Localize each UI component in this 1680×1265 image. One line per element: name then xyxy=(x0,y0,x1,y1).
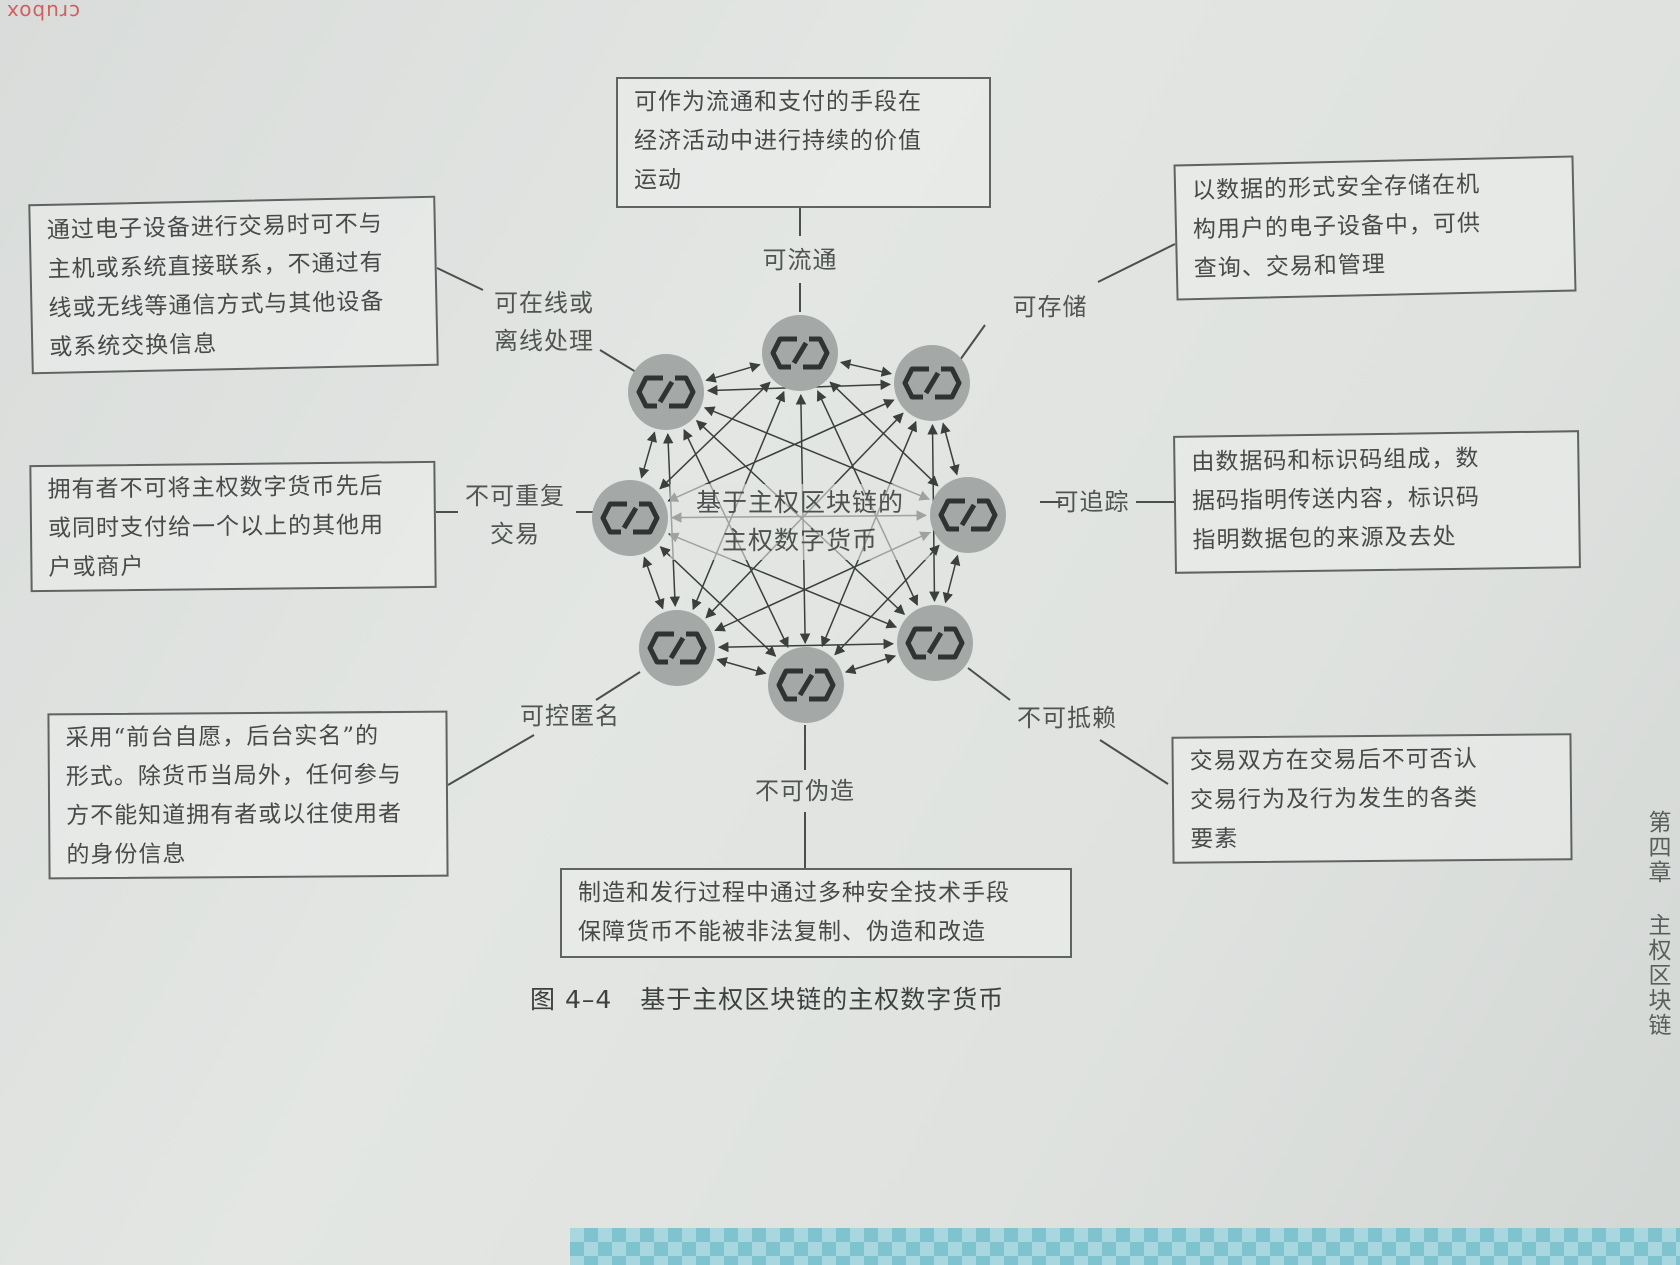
running-header: 第四章主权区块链 xyxy=(1640,810,1670,1038)
running-header-chapter: 第四章 xyxy=(1644,810,1670,885)
figure-title: 基于主权区块链的主权数字货币 xyxy=(640,985,1005,1014)
running-header-title: 主权区块链 xyxy=(1644,913,1670,1038)
mesh-link xyxy=(717,638,895,653)
feature-non-repudiation: 不可抵赖 xyxy=(1017,704,1117,732)
blockchain-nodes xyxy=(592,315,1006,723)
feature-no-double-spend: 不可重复 交易 xyxy=(465,482,565,548)
feature-store: 可存储 xyxy=(1012,293,1088,321)
feature-online-offline: 可在线或 离线处理 xyxy=(494,289,594,355)
figure-caption: 图 4–4 基于主权区块链的主权数字货币 xyxy=(530,980,1130,1016)
connector-nonrep-node xyxy=(967,667,1011,701)
desc-box-store: 以数据的形式安全存储在机 构用户的电子设备中，可供 查询、交易和管理 xyxy=(1173,155,1577,301)
mesh-link xyxy=(642,556,665,610)
mesh-link xyxy=(844,653,897,675)
connector-online xyxy=(436,267,484,291)
book-edge-strip xyxy=(570,1228,1680,1265)
node-right xyxy=(930,477,1006,553)
mesh-link xyxy=(940,422,960,476)
connector-anon-node xyxy=(595,671,641,701)
node-top xyxy=(762,315,838,391)
connector-store xyxy=(1097,243,1176,283)
feature-unforgeable: 不可伪造 xyxy=(755,777,855,805)
mesh-link xyxy=(705,362,761,383)
desc-box-circulate: 可作为流通和支付的手段在 经济活动中进行持续的价值 运动 xyxy=(616,77,991,208)
mesh-link xyxy=(942,554,961,604)
feature-connectors xyxy=(436,208,1176,868)
feature-anonymous: 可控匿名 xyxy=(520,702,620,730)
node-top-left xyxy=(628,354,704,430)
center-label: 基于主权区块链的 主权数字货币 xyxy=(670,484,930,560)
connector-nonrep xyxy=(1099,739,1169,785)
mesh-link xyxy=(639,431,657,479)
node-bottom-left xyxy=(639,610,715,686)
node-top-right xyxy=(894,345,970,421)
desc-box-non-repudiation: 交易双方在交易后不可否认 交易行为及行为发生的各类 要素 xyxy=(1171,733,1573,864)
desc-box-no-double-spend: 拥有者不可将主权数字货币先后 或同时支付给一个以上的其他用 户或商户 xyxy=(29,460,437,593)
node-left xyxy=(592,480,668,556)
connector-online-node xyxy=(599,349,637,373)
desc-box-trace: 由数据码和标识码组成，数 据码指明传送内容，标识码 指明数据包的来源及去处 xyxy=(1173,430,1581,574)
connector-store-node xyxy=(959,324,986,361)
mesh-link xyxy=(716,657,767,676)
desc-box-anonymous: 采用“前台自愿，后台实名”的 形式。除货币当局外，任何参与 方不能知道拥有者或以… xyxy=(47,710,449,880)
feature-circulate: 可流通 xyxy=(762,246,838,274)
feature-trace: 可追踪 xyxy=(1054,488,1130,516)
connector-anon xyxy=(447,734,535,786)
node-bottom xyxy=(768,647,844,723)
figure-number: 图 4–4 xyxy=(530,985,613,1014)
mesh-link xyxy=(839,359,893,377)
node-bottom-right xyxy=(897,605,973,681)
desc-box-unforgeable: 制造和发行过程中通过多种安全技术手段 保障货币不能被非法复制、伪造和改造 xyxy=(560,868,1072,958)
desc-box-online-offline: 通过电子设备进行交易时可不与 主机或系统直接联系，不通过有 线或无线等通信方式与… xyxy=(28,195,439,375)
